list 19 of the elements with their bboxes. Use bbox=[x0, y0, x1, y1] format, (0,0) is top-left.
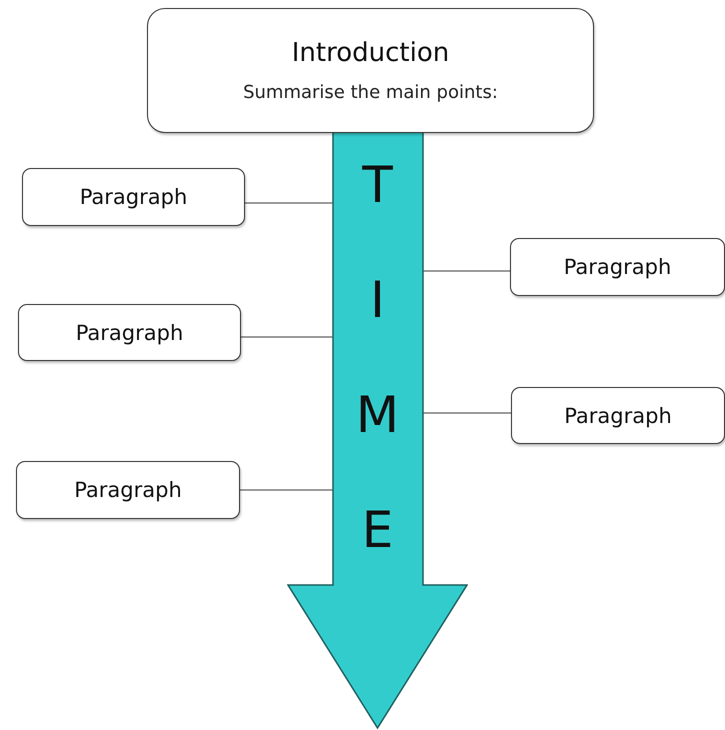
paragraph-box bbox=[18, 304, 241, 361]
paragraph-box bbox=[511, 387, 725, 444]
paragraph-box bbox=[16, 461, 240, 519]
arrow-label: TIME bbox=[356, 155, 400, 561]
connector-line bbox=[423, 270, 510, 272]
connector-line bbox=[241, 336, 333, 338]
box-title: Introduction bbox=[292, 38, 450, 68]
box-title: Paragraph bbox=[74, 478, 182, 502]
box-title: Paragraph bbox=[76, 320, 184, 344]
connector-line bbox=[423, 412, 511, 414]
box-title: Paragraph bbox=[564, 255, 672, 279]
box-title: Paragraph bbox=[564, 404, 672, 428]
paragraph-box bbox=[22, 168, 245, 226]
box-title: Paragraph bbox=[80, 185, 188, 209]
connector-line bbox=[240, 489, 333, 491]
intro-box bbox=[147, 8, 594, 133]
paragraph-box bbox=[510, 238, 725, 296]
connector-line bbox=[245, 202, 333, 204]
box-text: Summarise the main points: bbox=[243, 82, 498, 103]
